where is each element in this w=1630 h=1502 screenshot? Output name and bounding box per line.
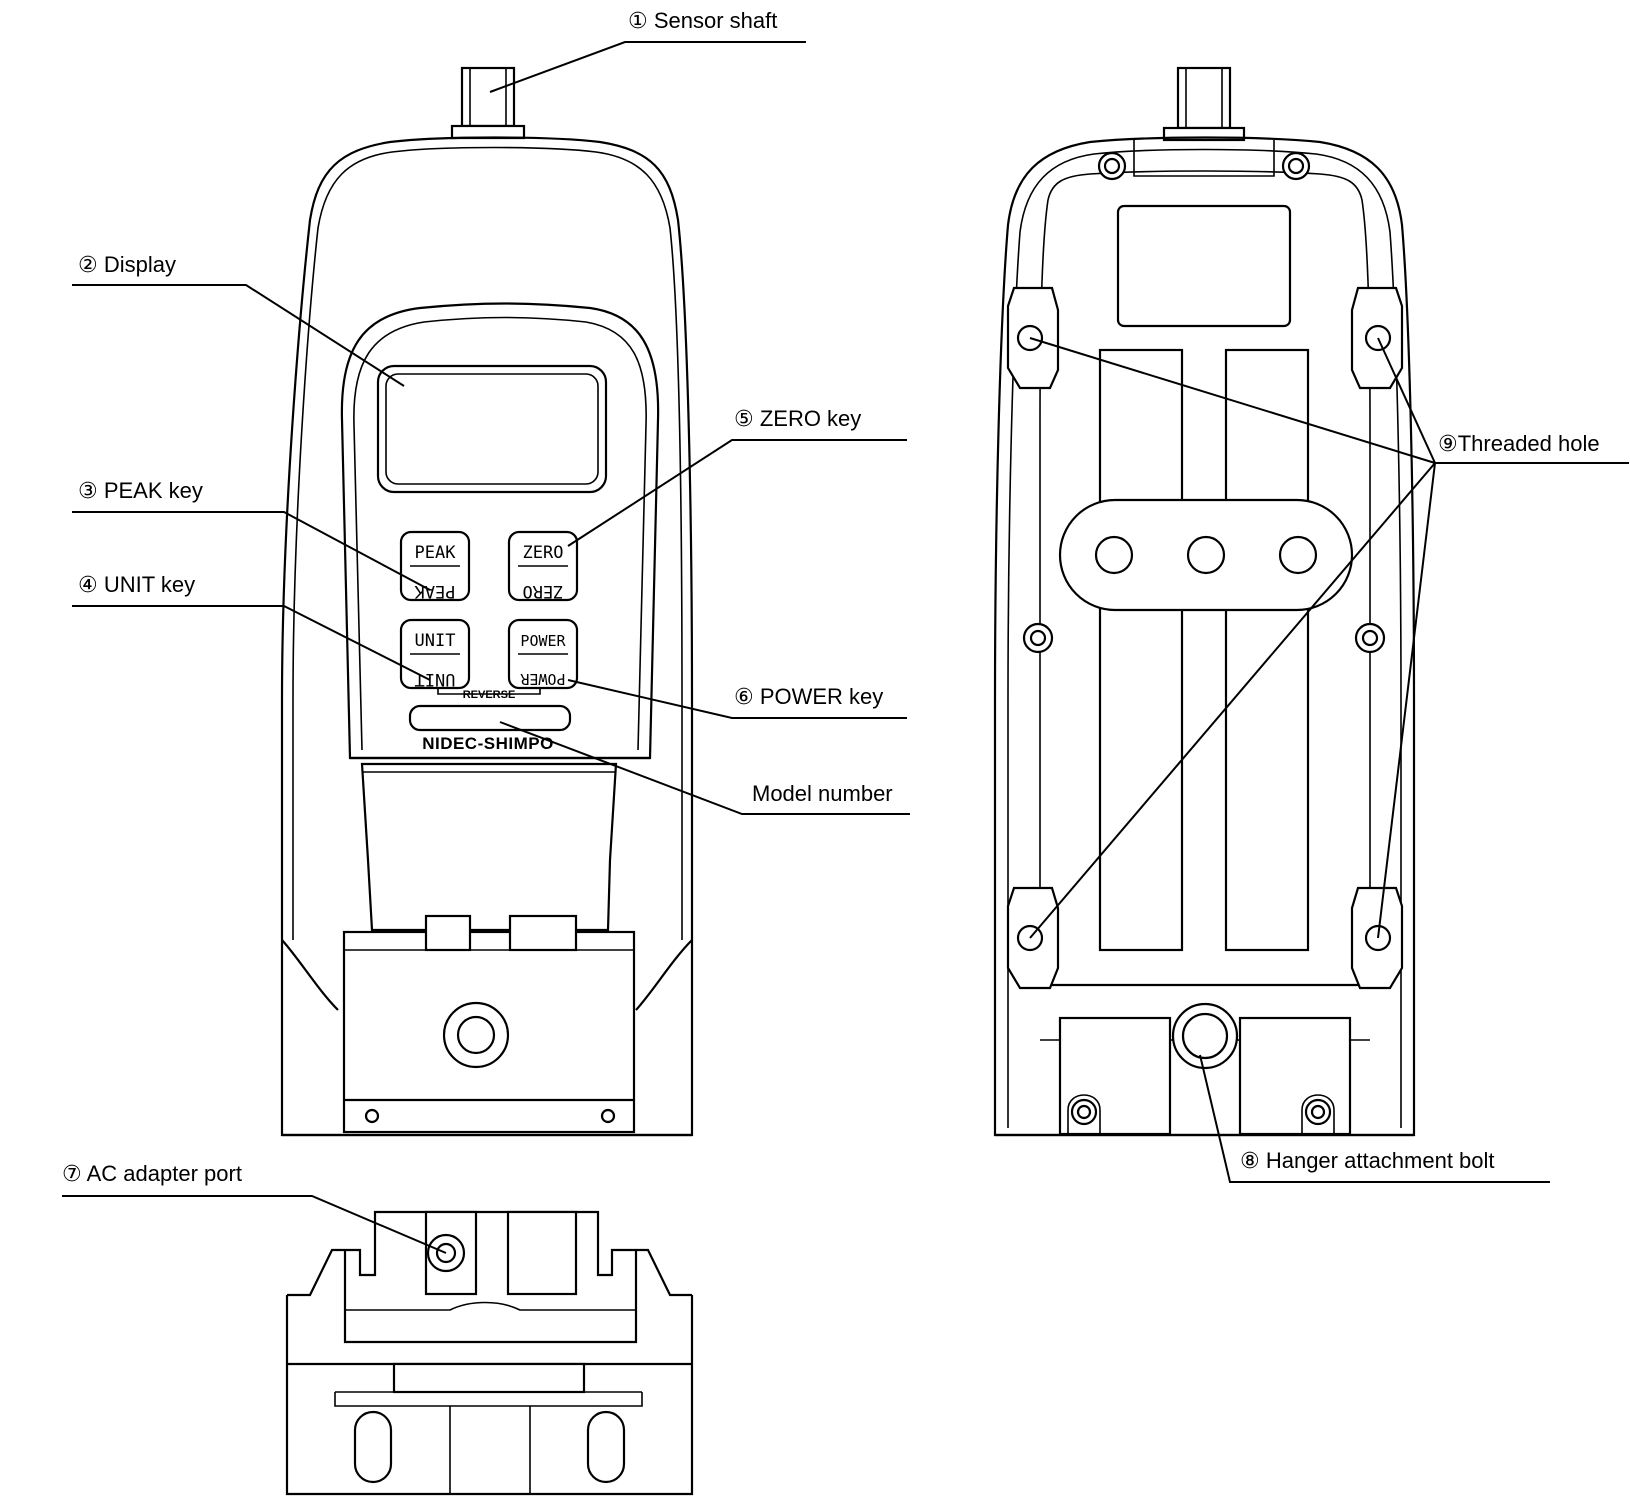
face-panel-outline xyxy=(340,302,660,760)
label-zero-key: ⑤ ZERO key xyxy=(734,406,861,431)
front-body-outline xyxy=(280,136,694,1137)
label-hanger-bolt: ⑧ Hanger attachment bolt xyxy=(1240,1148,1495,1173)
leader-lines xyxy=(62,41,1629,1254)
back-label-area xyxy=(1116,204,1292,328)
label-peak-key: ③ PEAK key xyxy=(78,478,203,503)
label-ac-adapter-port: ⑦ AC adapter port xyxy=(62,1161,242,1186)
labels: ① Sensor shaft ② Display ③ PEAK key ④ UN… xyxy=(62,8,1600,1186)
front-bottom-block xyxy=(342,914,636,1134)
zero-key-label-inverted: ZERO xyxy=(523,581,564,601)
label-display: ② Display xyxy=(78,252,176,277)
hanger-plate xyxy=(1058,498,1354,612)
back-body-outline xyxy=(993,136,1416,1137)
label-power-key: ⑥ POWER key xyxy=(734,684,883,709)
label-model-number: Model number xyxy=(752,781,893,806)
unit-key-label-inverted: UNIT xyxy=(415,669,456,689)
label-threaded-hole: ⑨Threaded hole xyxy=(1438,431,1600,456)
display-window xyxy=(376,364,608,494)
label-sensor-shaft: ① Sensor shaft xyxy=(628,8,777,33)
front-view: PEAK PEAK ZERO ZERO UNIT UNIT POWER POWE… xyxy=(280,66,694,1137)
label-unit-key: ④ UNIT key xyxy=(78,572,195,597)
power-key[interactable]: POWER POWER xyxy=(507,618,579,690)
unit-key[interactable]: UNIT UNIT xyxy=(399,618,471,690)
brand-text: NIDEC-SHIMPO xyxy=(422,734,554,753)
peak-key-label: PEAK xyxy=(415,543,457,563)
power-key-label: POWER xyxy=(520,632,566,650)
zero-key-label: ZERO xyxy=(523,543,564,563)
sensor-shaft xyxy=(450,66,526,140)
power-key-label-inverted: POWER xyxy=(519,670,565,688)
peak-key[interactable]: PEAK PEAK xyxy=(399,530,471,602)
bottom-view xyxy=(285,1210,694,1496)
unit-key-label: UNIT xyxy=(415,631,456,651)
back-view xyxy=(993,66,1416,1137)
model-number-plate xyxy=(408,704,572,732)
reverse-label: REVERSE xyxy=(463,689,516,701)
zero-key[interactable]: ZERO ZERO xyxy=(507,530,579,602)
